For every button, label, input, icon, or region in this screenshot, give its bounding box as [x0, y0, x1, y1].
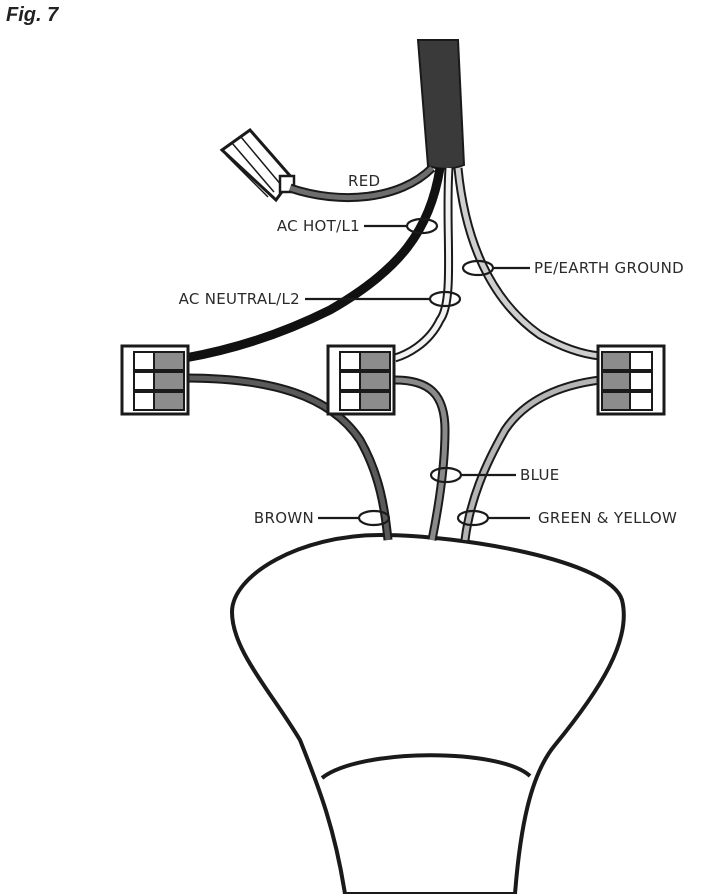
- callouts: [305, 217, 530, 527]
- figure-title: Fig. 7: [6, 4, 59, 26]
- label-ac-neutral: AC NEUTRAL/L2: [179, 290, 300, 308]
- wire-nut: [219, 127, 296, 203]
- label-brown: BROWN: [254, 509, 314, 527]
- label-green-yellow: GREEN & YELLOW: [538, 509, 677, 527]
- label-ac-hot: AC HOT/L1: [277, 217, 360, 235]
- label-blue: BLUE: [520, 466, 560, 484]
- lamp-body: [229, 532, 626, 894]
- label-pe-ground: PE/EARTH GROUND: [534, 259, 684, 277]
- main-cable: [416, 39, 466, 170]
- terminal-block-left: [120, 344, 190, 416]
- terminal-block-right: [596, 344, 666, 416]
- ac-neutral-wire: [393, 167, 454, 363]
- terminal-block-center: [326, 344, 396, 416]
- label-red: RED: [348, 172, 380, 190]
